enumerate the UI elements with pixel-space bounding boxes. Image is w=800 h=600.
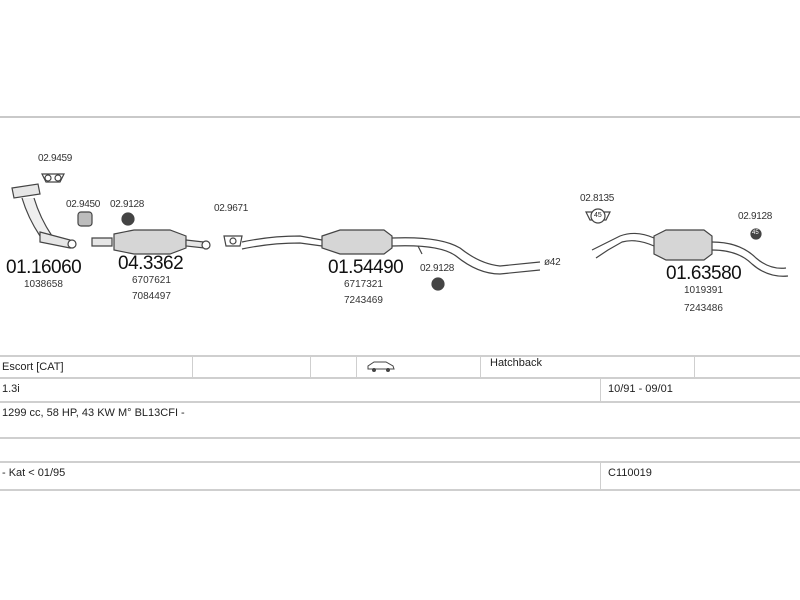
- part-code: 01.16060: [6, 257, 82, 278]
- note: - Kat < 01/95: [2, 467, 66, 479]
- clamp-mark: 45: [594, 212, 602, 219]
- spec-row-note: - Kat < 01/95 C110019: [0, 461, 800, 491]
- engine-details: 1299 cc, 58 HP, 43 KW M° BL13CFI -: [2, 407, 185, 419]
- divider: [356, 357, 357, 379]
- part-ref: 6707621: [132, 275, 171, 286]
- part-ref: 1038658: [24, 279, 63, 290]
- mount-02-9128-c: [750, 228, 762, 240]
- spec-table: Escort [CAT] Hatchback 1.3i 10/91 - 09/0…: [0, 355, 800, 491]
- body-type: Hatchback: [490, 357, 542, 369]
- fitting-code: 02.8135: [580, 193, 615, 204]
- spec-row-engine: 1.3i 10/91 - 09/01: [0, 377, 800, 401]
- part-ref: 6717321: [344, 279, 383, 290]
- divider: [694, 357, 695, 379]
- divider: [600, 463, 601, 489]
- gasket-02-9459: [41, 173, 65, 183]
- catalog-code: C110019: [608, 467, 652, 479]
- frame-top-border: [0, 116, 800, 118]
- exhaust-diagram: 02.9459 02.9450 02.9128 02.9671 02.9128 …: [0, 118, 800, 358]
- divider: [480, 357, 481, 379]
- part-ref: 1019391: [684, 285, 723, 296]
- clamp-02-8135: [585, 208, 611, 224]
- years: 10/91 - 09/01: [608, 383, 673, 395]
- pipe-size-label: ø42: [544, 257, 561, 268]
- spec-row-details: 1299 cc, 58 HP, 43 KW M° BL13CFI -: [0, 401, 800, 425]
- front-downpipe: [11, 183, 77, 249]
- part-ref: 7084497: [132, 291, 171, 302]
- clamp-mark: 45: [752, 230, 759, 236]
- exhaust-drawing: [11, 173, 789, 291]
- divider: [310, 357, 311, 379]
- part-code: 01.63580: [666, 263, 742, 284]
- engine: 1.3i: [2, 383, 20, 395]
- part-ref: 7243469: [344, 295, 383, 306]
- part-code: 04.3362: [118, 253, 184, 274]
- fitting-code: 02.9450: [66, 199, 101, 210]
- mount-02-9128-a: [121, 212, 135, 226]
- divider: [600, 379, 601, 401]
- mount-02-9450: [77, 211, 93, 227]
- mount-02-9128-b: [431, 277, 445, 291]
- fitting-code: 02.9128: [738, 211, 773, 222]
- fitting-code: 02.9671: [214, 203, 249, 214]
- spec-row-blank: [0, 437, 800, 461]
- rear-silencer: [591, 229, 789, 277]
- catalytic-converter: [91, 229, 211, 255]
- fitting-code: 02.9459: [38, 153, 73, 164]
- fitting-code: 02.9128: [420, 263, 455, 274]
- divider: [192, 357, 193, 379]
- car-body-icon: [366, 359, 396, 381]
- centre-silencer: [241, 229, 541, 275]
- gasket-02-9671: [223, 235, 243, 247]
- fitting-code: 02.9128: [110, 199, 145, 210]
- part-ref: 7243486: [684, 303, 723, 314]
- part-code: 01.54490: [328, 257, 404, 278]
- spec-row-model: Escort [CAT] Hatchback: [0, 355, 800, 379]
- model-name: Escort [CAT]: [2, 361, 64, 373]
